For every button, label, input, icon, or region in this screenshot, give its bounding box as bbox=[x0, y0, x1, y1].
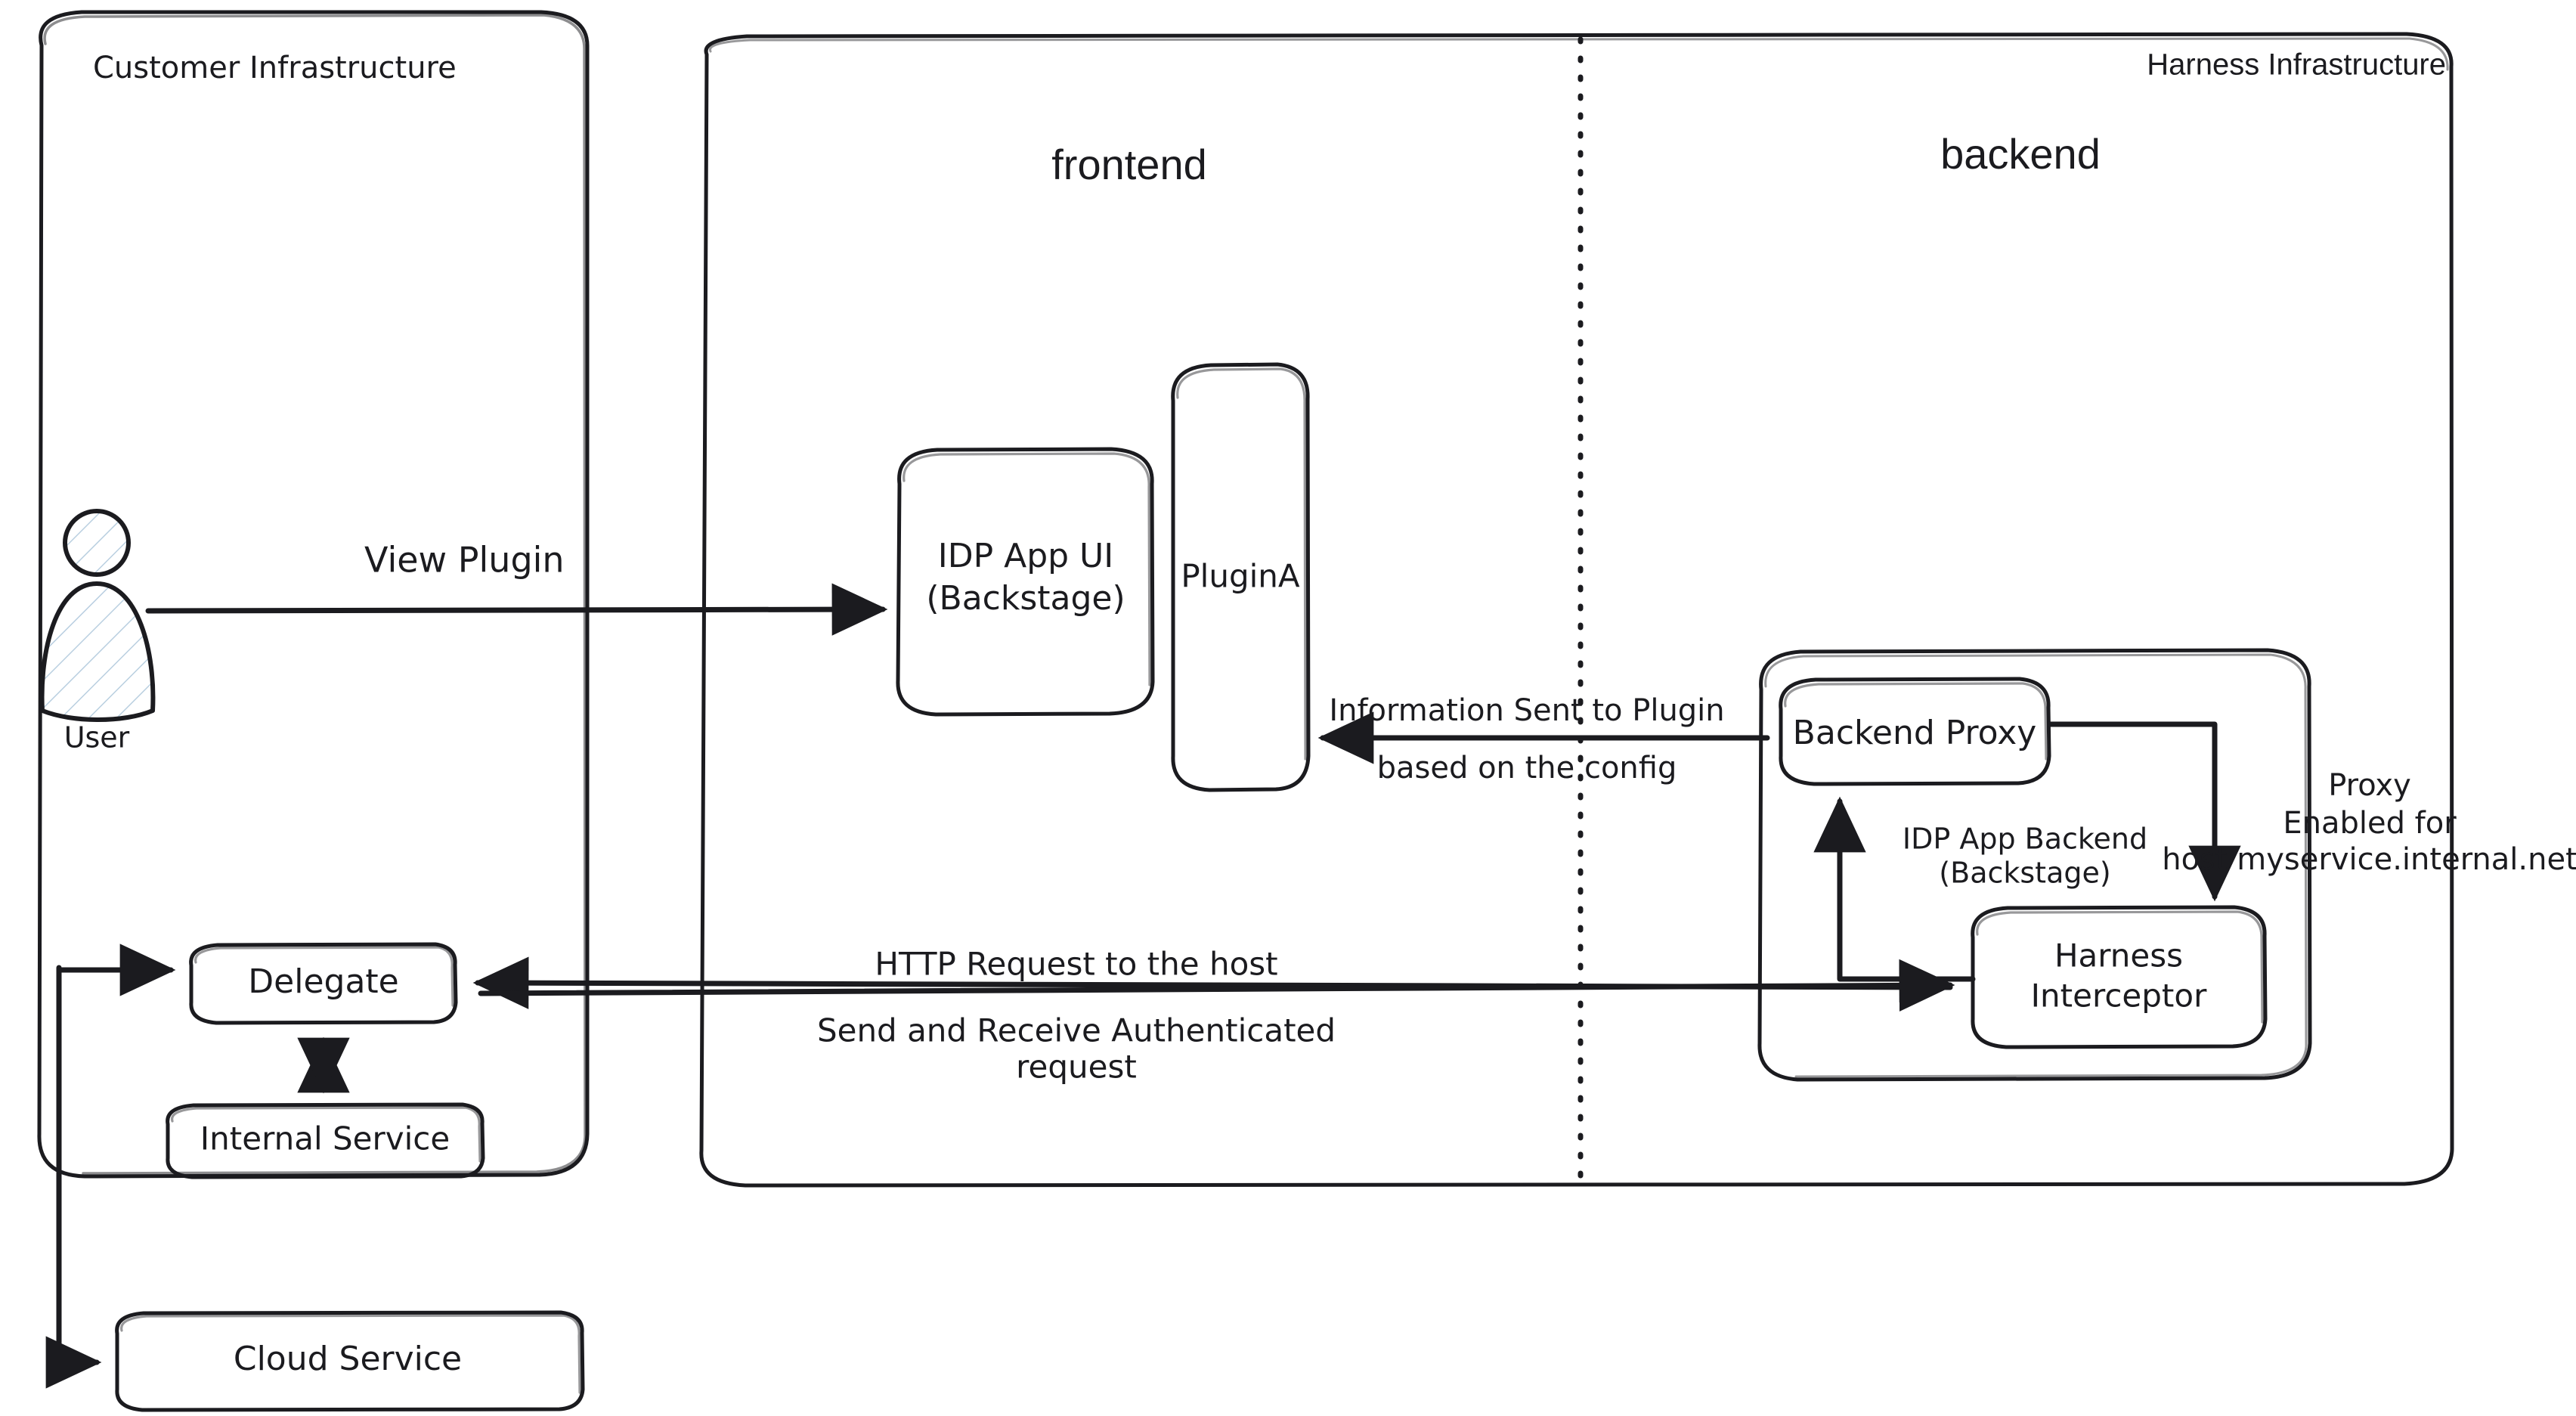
edge-backend-proxy-to-interceptor bbox=[2047, 721, 2241, 902]
user-actor-icon bbox=[39, 509, 156, 722]
edge-label-send-receive-line1: Send and Receive Authenticated bbox=[817, 1012, 1336, 1049]
frontend-zone-label: frontend bbox=[1051, 141, 1207, 188]
edge-delegate-to-cloud-service bbox=[45, 965, 102, 1389]
idp-app-backend-label-line2: (Backstage) bbox=[1939, 857, 2110, 890]
backend-proxy-label: Backend Proxy bbox=[1793, 714, 2037, 752]
idp-app-backend-container bbox=[1757, 648, 2312, 1082]
harness-infrastructure-title: Harness Infrastructure bbox=[2147, 48, 2446, 82]
cloud-service-label: Cloud Service bbox=[234, 1340, 462, 1378]
edge-label-http-request: HTTP Request to the host bbox=[875, 946, 1277, 983]
edge-label-info-sent-line2: based on the config bbox=[1377, 751, 1677, 785]
edge-label-send-receive-line2: request bbox=[1016, 1049, 1137, 1086]
idp-app-ui-label-line2: (Backstage) bbox=[926, 579, 1125, 618]
customer-infrastructure-title: Customer Infrastructure bbox=[93, 51, 457, 85]
edge-delegate-to-interceptor bbox=[478, 959, 1955, 1012]
cloud-service-node[interactable] bbox=[115, 1310, 585, 1412]
harness-interceptor-label-line2: Interceptor bbox=[2031, 978, 2207, 1015]
harness-interceptor-node[interactable] bbox=[1971, 905, 2268, 1049]
plugin-a-node[interactable] bbox=[1171, 362, 1311, 792]
proxy-note-line1: Proxy bbox=[2328, 768, 2411, 803]
delegate-node[interactable] bbox=[189, 942, 458, 1025]
proxy-note-line3: host myservice.internal.net bbox=[2162, 842, 2576, 877]
backend-zone-label: backend bbox=[1940, 130, 2101, 178]
edge-user-to-idp-ui bbox=[145, 583, 888, 636]
edge-label-info-sent-line1: Information Sent to Plugin bbox=[1329, 693, 1724, 728]
proxy-note-line2: Enabled for bbox=[2283, 806, 2457, 841]
idp-app-ui-node[interactable] bbox=[896, 447, 1155, 717]
user-label: User bbox=[64, 721, 130, 754]
internal-service-label: Internal Service bbox=[200, 1120, 450, 1157]
idp-app-ui-label-line1: IDP App UI bbox=[938, 537, 1114, 575]
harness-interceptor-label-line1: Harness bbox=[2054, 937, 2183, 974]
delegate-label: Delegate bbox=[248, 962, 398, 1001]
plugin-a-label: PluginA bbox=[1181, 558, 1300, 595]
edge-label-view-plugin: View Plugin bbox=[364, 540, 565, 581]
idp-app-backend-label-line1: IDP App Backend bbox=[1903, 823, 2147, 856]
internal-service-node[interactable] bbox=[166, 1102, 485, 1179]
backend-proxy-node[interactable] bbox=[1779, 677, 2051, 786]
